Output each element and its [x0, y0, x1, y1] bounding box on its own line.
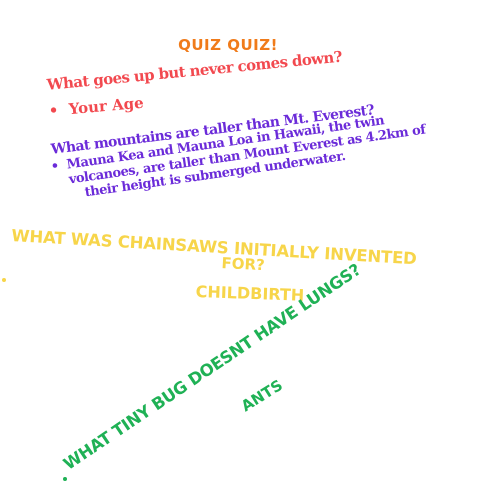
bullet-icon	[2, 278, 6, 282]
page-title: QUIZ QUIZ!	[178, 36, 278, 54]
answer-3: CHILDBIRTH	[195, 282, 305, 305]
answer-1-item: • Your Age	[48, 94, 144, 120]
bullet-icon: •	[48, 100, 70, 120]
question-1: What goes up but never comes down?	[46, 47, 343, 94]
question-3-line-1: WHAT WAS CHAINSAWS INITIALLY INVENTED	[10, 226, 418, 269]
answer-1: Your Age	[67, 93, 145, 119]
bullet-icon	[63, 477, 67, 481]
answer-4: ANTS	[238, 376, 286, 416]
question-3-line-2: FOR?	[221, 254, 266, 275]
